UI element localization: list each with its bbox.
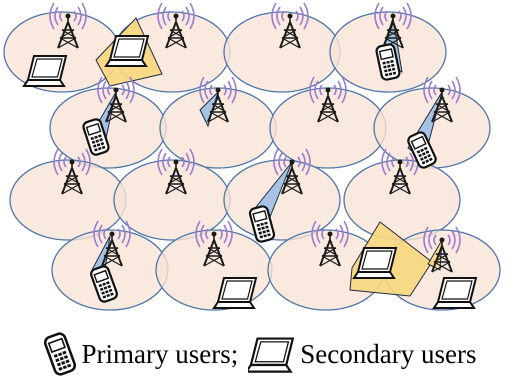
- legend-primary-label: Primary users;: [81, 338, 239, 369]
- cell: [223, 159, 341, 241]
- legend-secondary-label: Secondary users: [300, 338, 477, 369]
- coverage-cells: [3, 11, 501, 311]
- cell: [113, 159, 231, 241]
- legend: Primary users; Secondary users: [0, 326, 518, 382]
- cell: [269, 87, 387, 169]
- cell: [9, 159, 127, 241]
- phone-icon: [41, 330, 78, 378]
- laptop-icon: [248, 337, 295, 373]
- cell: [223, 11, 341, 93]
- cell: [3, 11, 121, 93]
- cell: [159, 87, 277, 169]
